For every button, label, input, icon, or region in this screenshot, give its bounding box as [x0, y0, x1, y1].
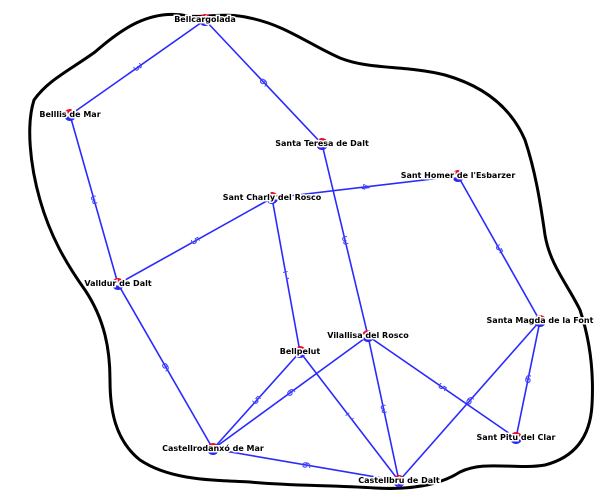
node-marker-band [199, 18, 211, 22]
edge-weight-label: 6 [159, 359, 172, 374]
edge-belllis-de-mar-valldur-de-dalt [69, 114, 119, 285]
node-label-valldur-de-dalt: Valldur de Dalt [84, 279, 152, 288]
node-castellbru-de-dalt [393, 475, 405, 487]
node-valldur-de-dalt [112, 278, 124, 290]
node-label-bellcargolada: Bellcargolada [174, 15, 236, 24]
edge-vilallisa-del-rosco-sant-pitu-del-clar [367, 335, 517, 439]
node-label-bellpelut: Bellpelut [280, 347, 321, 356]
node-marker-band [64, 113, 76, 117]
edge-sant-charly-del-rosco-bellpelut [271, 197, 301, 353]
node-label-santa-magda-de-la-font: Santa Magda de la Font [487, 316, 594, 325]
edge-santa-magda-de-la-font-castellbru-de-dalt [398, 320, 541, 482]
edge-santa-teresa-de-dalt-vilallisa-del-rosco [321, 143, 369, 337]
edge-weight-label: 5 [435, 380, 450, 393]
node-sant-pitu-del-clar [510, 432, 522, 444]
region-boundary [28, 12, 594, 490]
edge-weight-label: 6 [523, 372, 532, 386]
node-marker-band [393, 479, 405, 483]
node-marker-band [207, 447, 219, 451]
edge-valldur-de-dalt-castellrodanxo-de-mar [117, 283, 214, 450]
edge-bellcargolada-santa-teresa-de-dalt [204, 19, 323, 145]
node-santa-magda-de-la-font [534, 315, 546, 327]
edge-sant-homer-de-lesbarzer-santa-magda-de-la-font [457, 175, 541, 322]
node-belllis-de-mar [64, 109, 76, 121]
edge-weight-label: 4 [358, 183, 372, 191]
edge-santa-magda-de-la-font-sant-pitu-del-clar [515, 320, 541, 439]
edge-weight-label: 1 [281, 268, 290, 282]
node-marker-band [112, 282, 124, 286]
edge-bellpelut-castellbru-de-dalt [299, 351, 400, 482]
edge-weight-label: 6 [299, 460, 313, 469]
node-label-vilallisa-del-rosco: Vilallisa del Rosco [327, 331, 409, 340]
edge-castellrodanxo-de-mar-castellbru-de-dalt [212, 448, 400, 482]
node-marker-band [534, 319, 546, 323]
node-marker-band [266, 196, 278, 200]
edge-weight-label: 3 [89, 192, 99, 206]
edge-sant-charly-del-rosco-valldur-de-dalt [117, 197, 273, 285]
node-vilallisa-del-rosco [362, 330, 374, 342]
node-label-castellbru-de-dalt: Castellbru de Dalt [358, 476, 440, 485]
nodes-layer [64, 14, 546, 487]
node-marker-band [316, 142, 328, 146]
edge-bellcargolada-belllis-de-mar [69, 19, 206, 116]
edge-weight-label: 3 [379, 401, 389, 415]
node-bellpelut [294, 346, 306, 358]
edge-weight-label: 3 [340, 233, 350, 247]
node-label-sant-charly-del-rosco: Sant Charly del Rosco [223, 193, 322, 202]
node-marker-band [362, 334, 374, 338]
node-sant-charly-del-rosco [266, 192, 278, 204]
edge-weight-label: 5 [493, 241, 505, 256]
node-label-castellrodanxo-de-mar: Castellrodanxó de Mar [162, 443, 264, 453]
edge-sant-charly-del-rosco-sant-homer-de-lesbarzer [271, 175, 459, 199]
edge-weight-label: 5 [188, 235, 203, 247]
node-label-sant-pitu-del-clar: Sant Pitu del Clar [476, 433, 555, 442]
node-santa-teresa-de-dalt [316, 138, 328, 150]
node-marker-band [510, 436, 522, 440]
edge-vilallisa-del-rosco-castellbru-de-dalt [367, 335, 400, 482]
node-label-santa-teresa-de-dalt: Santa Teresa de Dalt [275, 139, 369, 148]
edges-layer [69, 19, 541, 482]
edge-vilallisa-del-rosco-castellrodanxo-de-mar [212, 335, 369, 450]
node-bellcargolada [199, 14, 211, 26]
node-castellrodanxo-de-mar [207, 443, 219, 455]
node-marker-band [294, 350, 306, 354]
edge-weight-label: 3 [130, 61, 145, 74]
node-label-sant-homer-de-lesbarzer: Sant Homer de l'Esbarzer [401, 171, 516, 180]
edge-bellpelut-castellrodanxo-de-mar [212, 351, 301, 450]
node-label-belllis-de-mar: Belllis de Mar [39, 110, 100, 119]
node-marker-band [452, 174, 464, 178]
node-sant-homer-de-lesbarzer [452, 170, 464, 182]
